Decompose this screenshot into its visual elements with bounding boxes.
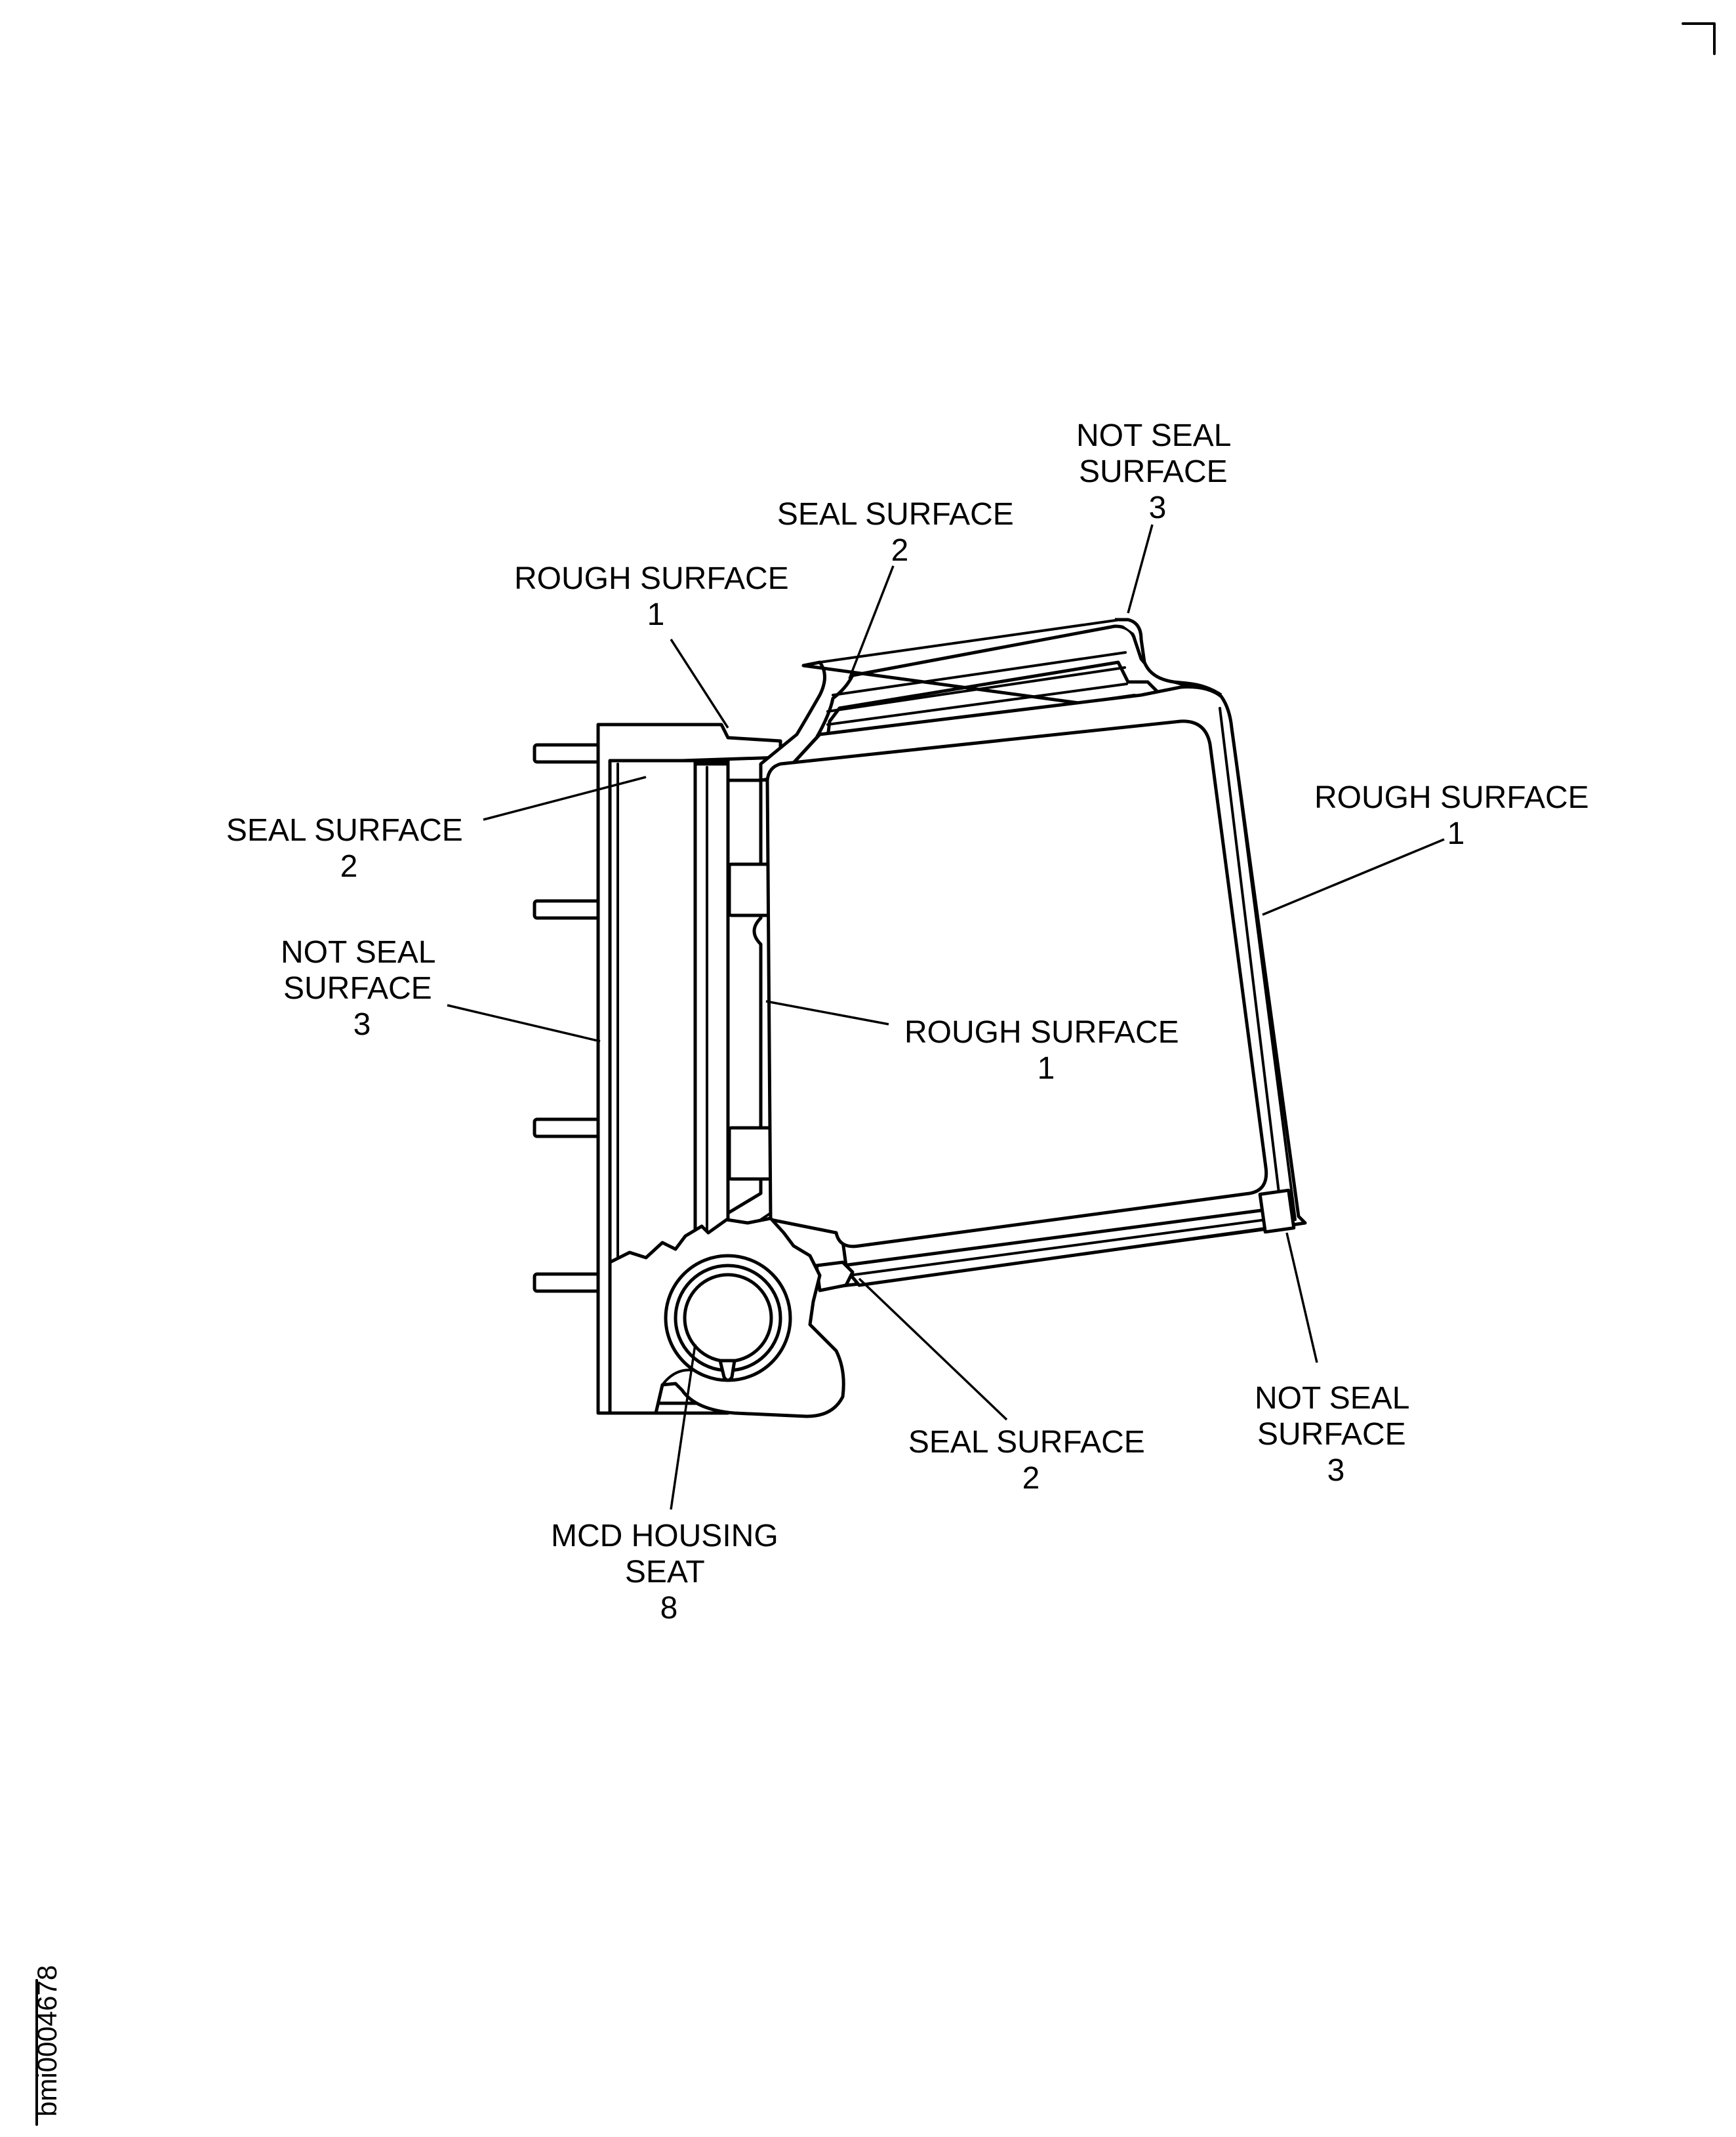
label-not-seal-bottom: NOT SEAL SURFACE 3 (1255, 1381, 1417, 1488)
label-mcd-housing: MCD HOUSING SEAT 8 (551, 1519, 787, 1626)
figure-id-block: bmi0004678 (31, 1965, 62, 2126)
label-seal-left: SEAL SURFACE 2 (226, 813, 472, 884)
crop-mark (1682, 22, 1716, 55)
label-rough-center: ROUGH SURFACE 1 (904, 1015, 1188, 1086)
mcd-housing-seat (664, 1254, 792, 1382)
label-rough-top: ROUGH SURFACE 1 (514, 561, 797, 632)
housing-drawing (533, 618, 1307, 1418)
label-not-seal-left: NOT SEAL SURFACE 3 (281, 935, 443, 1042)
figure-id: bmi0004678 (31, 1965, 62, 2117)
label-seal-top: SEAL SURFACE 2 (777, 497, 1022, 568)
callout-labels: NOT SEAL SURFACE 3 SEAL SURFACE 2 ROUGH … (226, 418, 1598, 1626)
label-rough-right: ROUGH SURFACE 1 (1314, 780, 1598, 851)
mounting-bolts (533, 743, 602, 1293)
label-seal-bottom: SEAL SURFACE 2 (908, 1425, 1154, 1496)
hood-inner-panel (765, 719, 1268, 1248)
leader-lines (447, 524, 1445, 1510)
label-not-seal-top: NOT SEAL SURFACE 3 (1076, 418, 1239, 525)
